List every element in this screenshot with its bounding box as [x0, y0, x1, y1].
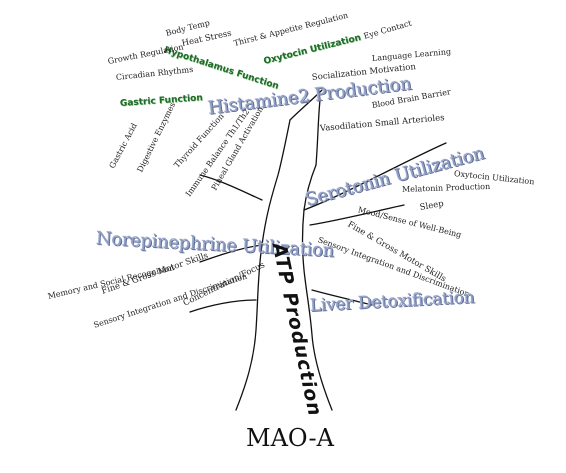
branch-serotonin — [303, 142, 447, 211]
branch-histamine — [289, 89, 323, 121]
branch-left-norepi — [199, 244, 263, 263]
trunk-left-edge — [235, 119, 291, 411]
branch-left-low — [189, 299, 257, 313]
branch-serotonin-lower — [309, 204, 405, 226]
branch-liver — [311, 289, 373, 306]
branch-histamine-b — [315, 99, 321, 166]
branch-left-top — [199, 174, 263, 201]
label-mao-a: MAO-A — [246, 424, 334, 452]
trunk-right-edge — [301, 164, 333, 411]
